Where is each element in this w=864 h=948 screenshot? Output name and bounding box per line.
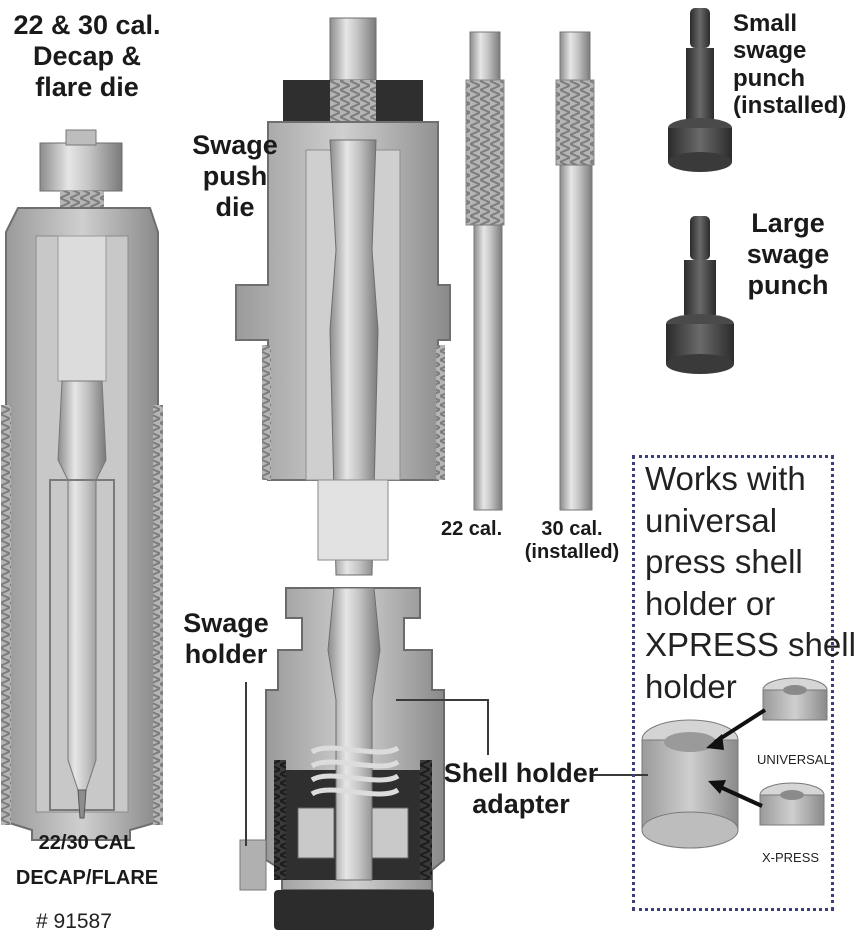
small-punch-line-3: punch (733, 64, 805, 92)
decap-caption-line-2: DECAP/FLARE (15, 867, 159, 889)
compatibility-note: Works with universal press shell holder … (645, 458, 856, 707)
push-die-line-2: push (202, 160, 268, 191)
note-line-2: universal (645, 501, 778, 539)
swage-punch-installed-shaft (327, 587, 381, 881)
push-die-thread-right (436, 345, 445, 480)
compatibility-box (632, 455, 834, 911)
holder-wave-spring-left (297, 807, 335, 859)
large-punch-line-1: Large (751, 208, 825, 238)
large-swage-punch (666, 216, 734, 374)
universal-shell-holder (762, 677, 828, 721)
decap-die-title: 22 & 30 cal. Decap & flare die (8, 10, 166, 102)
holder-thread-left (274, 760, 286, 880)
decap-caption-line-1: 22/30 CAL (38, 832, 136, 854)
decap-top-thread (60, 191, 104, 208)
decap-right-thread (153, 405, 163, 825)
push-rod-top (329, 17, 377, 81)
decap-title-line-1: 22 & 30 cal. (13, 10, 161, 40)
swage-holder-flange (239, 839, 267, 891)
swage-push-die (235, 17, 451, 576)
large-punch-line-2: swage (746, 238, 830, 269)
note-line-6: holder (645, 667, 737, 705)
xpress-label: X-PRESS (762, 850, 820, 865)
cal-22-label: 22 cal. (441, 518, 503, 540)
decap-flare-caption: 22/30 CAL DECAP/FLARE (8, 826, 166, 896)
note-line-4: holder or (645, 584, 776, 622)
holder-spring (310, 745, 400, 797)
holder-thread-right (420, 760, 432, 880)
small-punch-line-4: (installed) (733, 92, 847, 120)
small-punch-line-2: swage (733, 37, 807, 65)
universal-label: UNIVERSAL (757, 752, 831, 767)
note-line-3: press shell (645, 543, 803, 581)
adapter-line-2: adapter (472, 788, 570, 819)
decap-lock-nut (39, 142, 123, 192)
swage-holder-label: Swage holder (180, 608, 272, 670)
decap-flare-die (1, 129, 163, 841)
adapter-leader (396, 699, 489, 755)
decap-pin (77, 789, 87, 819)
xpress-shell-holder (759, 782, 825, 826)
push-die-bottom-sleeve (317, 479, 389, 561)
decap-title-line-3: flare die (35, 71, 139, 102)
push-die-thread-left (262, 345, 271, 480)
push-die-line-3: die (215, 191, 255, 222)
decap-stem-top (65, 129, 97, 146)
note-line-1: Works with (645, 460, 806, 497)
large-punch-line-3: punch (747, 269, 829, 300)
decap-left-thread (1, 405, 11, 825)
leader-lines (245, 682, 648, 846)
small-swage-punch (668, 8, 732, 172)
universal-arrow (713, 708, 767, 744)
adapter-line-1: Shell holder (443, 758, 599, 788)
swage-rod-30 (555, 31, 595, 511)
large-punch-label: Large swage punch (740, 208, 836, 300)
push-die-line-1: Swage (192, 130, 278, 160)
swage-rod-22 (465, 31, 505, 511)
small-punch-label: Small swage punch (installed) (733, 10, 846, 119)
holder-base-cap (274, 890, 434, 930)
push-rod (329, 139, 379, 576)
cal-30-label: 30 cal. (installed) (518, 518, 626, 564)
swage-holder-line-1: Swage (183, 608, 269, 638)
swage-push-die-label: Swage push die (190, 130, 280, 222)
small-punch-line-1: Small (733, 10, 798, 37)
decap-upper-cavity (57, 235, 107, 382)
shell-holder-adapter-label: Shell holder adapter (443, 758, 599, 820)
arrows (706, 708, 767, 808)
note-line-5: XPRESS shell (645, 626, 856, 664)
xpress-arrow (717, 784, 763, 808)
swage-holder-line-2: holder (184, 638, 268, 669)
part-number: # 91587 (36, 910, 112, 933)
decap-title-line-2: Decap & (32, 40, 142, 71)
swage-holder (239, 587, 445, 930)
cal-30-line-2: (installed) (524, 540, 620, 563)
cal-30-line-1: 30 cal. (541, 518, 603, 540)
holder-wave-spring-right (371, 807, 409, 859)
